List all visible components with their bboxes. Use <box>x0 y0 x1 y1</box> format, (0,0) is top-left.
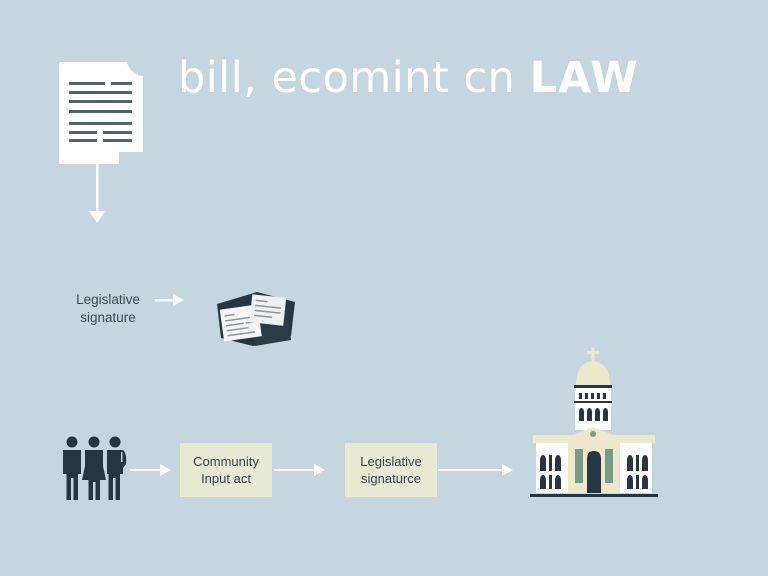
diagram-title: bill, ecomint cn LAW <box>178 52 639 104</box>
arrow-right-icon <box>130 462 172 478</box>
arrow-right-icon <box>274 462 326 478</box>
title-emphasis: LAW <box>529 53 639 103</box>
arrow-right-icon <box>438 462 514 478</box>
document-icon <box>57 60 147 170</box>
capitol-building-icon <box>528 343 660 503</box>
legislative-signature-label: Legislative signature <box>76 292 140 325</box>
people-group-icon <box>60 436 128 502</box>
flow-step-community-input: Community Input act <box>180 443 272 497</box>
arrow-right-icon <box>155 292 185 308</box>
flow-step-legislative-signature: Legislative signaturce <box>345 443 437 497</box>
title-text: bill, ecomint cn <box>178 53 530 103</box>
documents-stack-icon <box>213 288 308 348</box>
arrow-down-icon <box>86 163 108 225</box>
